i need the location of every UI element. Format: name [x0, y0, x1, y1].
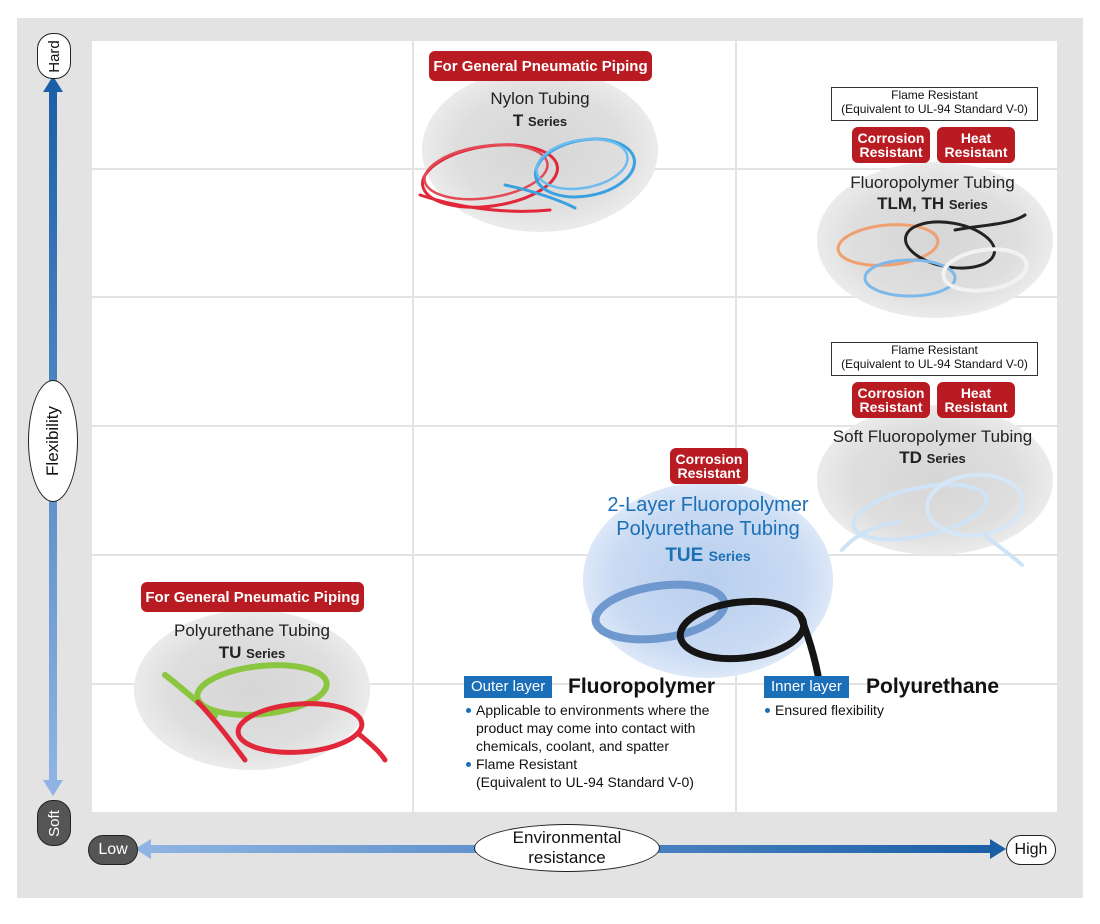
inner-layer-name: Polyurethane [866, 675, 1000, 698]
fluoro-series-label: TLM, TH Series [877, 194, 988, 213]
grid-line [412, 41, 414, 812]
pu-general-pneumatic-tag: For General Pneumatic Piping [141, 582, 364, 612]
tue-tubing-title: 2-Layer Fluoropolymer Polyurethane Tubin… [607, 494, 809, 540]
inner-bullet-1: Ensured flexibility [765, 701, 1015, 719]
nylon-tubing-title: Nylon Tubing [490, 89, 590, 108]
axis-environmental-resistance-label: Environmental resistance [474, 824, 660, 872]
fluoro-tubing-image [836, 213, 1029, 298]
soft-fluoro-corrosion-resistant-tag: Corrosion Resistant [852, 382, 930, 418]
axis-hard-label: Hard [37, 33, 71, 79]
axis-low-label: Low [88, 835, 138, 865]
soft-fluoro-tubing-title: Soft Fluoropolymer Tubing [832, 427, 1033, 446]
tue-corrosion-resistant-tag: Corrosion Resistant [670, 448, 748, 484]
soft-fluoro-heat-resistant-tag: Heat Resistant [937, 382, 1015, 418]
axis-soft-label: Soft [37, 800, 71, 846]
soft-fluoro-blob [817, 405, 1053, 555]
pu-tubing-image [162, 662, 388, 763]
outer-layer-tag: Outer layer [464, 676, 553, 698]
axis-flexibility-label: Flexibility [28, 380, 78, 502]
grid-line [92, 425, 1057, 427]
outer-bullet-2: Flame Resistant (Equivalent to UL-94 Sta… [466, 755, 741, 791]
tue-blob [583, 482, 833, 678]
grid-line [735, 41, 737, 812]
nylon-series-label: T Series [512, 111, 568, 130]
fluoro-corrosion-resistant-tag: Corrosion Resistant [852, 127, 930, 163]
outer-layer-bullets: Applicable to environments where the pro… [466, 701, 741, 791]
tue-tubing-image [591, 580, 822, 679]
axis-high-label: High [1006, 835, 1056, 865]
pu-blob [134, 610, 370, 770]
soft-fluoro-flame-resistant-note: Flame Resistant (Equivalent to UL-94 Sta… [831, 342, 1038, 376]
tue-series-label: TUE Series [665, 545, 751, 566]
inner-layer-bullets: Ensured flexibility [765, 701, 1015, 719]
soft-fluoro-series-label: TD Series [899, 448, 966, 467]
nylon-tubing-image [418, 137, 636, 213]
outer-layer-name: Fluoropolymer [568, 675, 716, 698]
fluoro-tubing-title: Fluoropolymer Tubing [850, 173, 1015, 192]
grid-line [92, 683, 1057, 685]
fluoro-blob [817, 162, 1053, 318]
grid-line [92, 296, 1057, 298]
fluoro-flame-resistant-note: Flame Resistant (Equivalent to UL-94 Sta… [831, 87, 1038, 121]
soft-fluoro-tubing-image [840, 472, 1025, 567]
outer-bullet-1: Applicable to environments where the pro… [466, 701, 741, 755]
pu-series-label: TU Series [218, 643, 286, 662]
nylon-general-pneumatic-tag: For General Pneumatic Piping [429, 51, 652, 81]
pu-tubing-title: Polyurethane Tubing [174, 621, 330, 640]
fluoro-heat-resistant-tag: Heat Resistant [937, 127, 1015, 163]
grid-line [92, 554, 1057, 556]
inner-layer-tag: Inner layer [764, 676, 849, 698]
